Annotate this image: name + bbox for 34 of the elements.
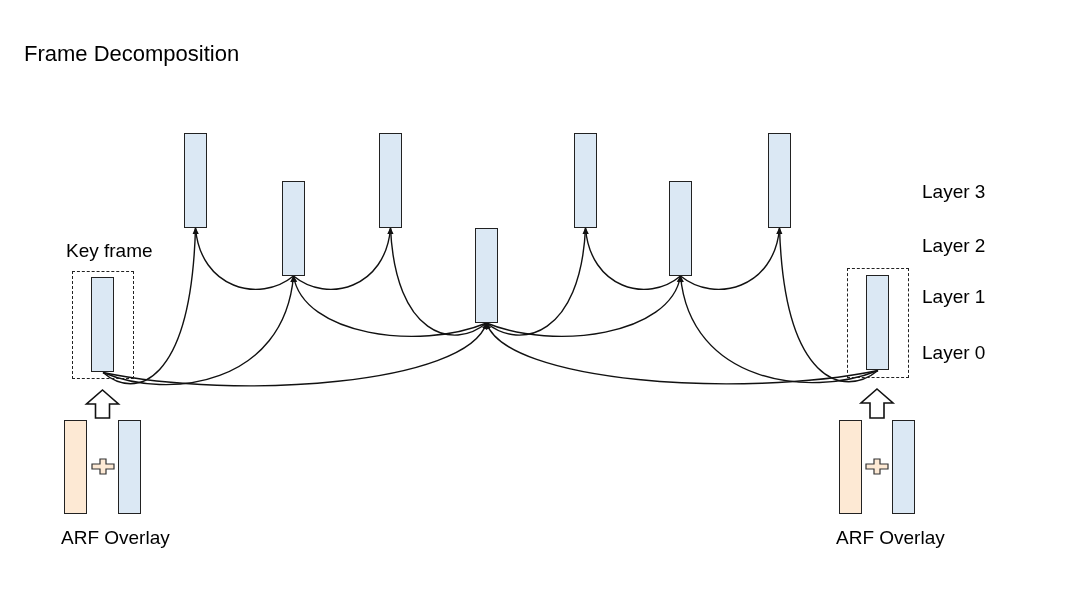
frame-bar — [184, 133, 207, 228]
frame-heading: Key frame — [66, 240, 153, 262]
frame-bar — [91, 277, 114, 372]
frame-bar — [379, 133, 402, 228]
frame-bar — [574, 133, 597, 228]
reference-arrow — [485, 322, 879, 385]
reference-arrow — [583, 227, 682, 291]
reference-arrow — [102, 322, 488, 387]
layer-label: Layer 1 — [922, 286, 986, 308]
reference-arrow — [102, 275, 296, 386]
frame-bar — [64, 420, 87, 514]
reference-arrow — [777, 227, 879, 383]
reference-arrow — [388, 227, 488, 336]
frame-pair-label: ARF Overlay — [836, 527, 945, 549]
layer-label: Layer 0 — [922, 342, 986, 364]
frame-bar — [118, 420, 141, 514]
dashed-frame-box — [847, 268, 909, 378]
block-arrow — [858, 387, 896, 419]
reference-arrow — [193, 227, 295, 291]
reference-arrow — [678, 275, 879, 384]
frame-bar — [768, 133, 791, 228]
layer-label: Layer 3 — [922, 181, 986, 203]
slide-title: Frame Decomposition — [24, 41, 240, 67]
block-arrow — [84, 388, 121, 419]
frame-bar — [892, 420, 915, 514]
layer-label: Layer 2 — [922, 235, 986, 257]
frame-pair-label: ARF Overlay — [61, 527, 170, 549]
frame-bar — [866, 275, 889, 370]
frame-bar — [669, 181, 692, 276]
reference-arrow — [292, 227, 393, 291]
frame-bar — [839, 420, 862, 514]
reference-arrow — [679, 227, 782, 291]
frame-bar — [282, 181, 305, 276]
frame-bar — [475, 228, 498, 323]
